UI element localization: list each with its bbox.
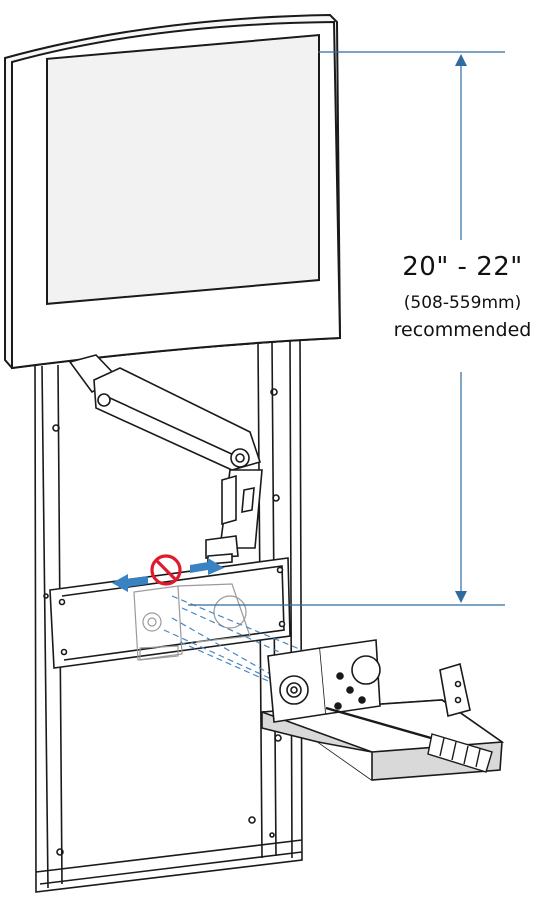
keyboard-tray-bracket [261, 639, 505, 781]
dimension-metric: (508-559mm) [403, 293, 522, 313]
screwdriver [325, 706, 493, 773]
monitor-screen [46, 34, 320, 305]
squeeze-arrow-left-icon [112, 574, 148, 592]
ghost-bracket [133, 583, 251, 661]
articulating-arm [68, 354, 263, 565]
no-entry-icon [150, 554, 182, 586]
mounting-plate [49, 557, 291, 669]
dimension-note: recommended [393, 319, 532, 341]
squeeze-arrow-right-icon [190, 558, 224, 575]
monitor [4, 13, 342, 370]
dimension-value: 20" - 22" [402, 252, 523, 282]
dimension-line [188, 51, 505, 606]
